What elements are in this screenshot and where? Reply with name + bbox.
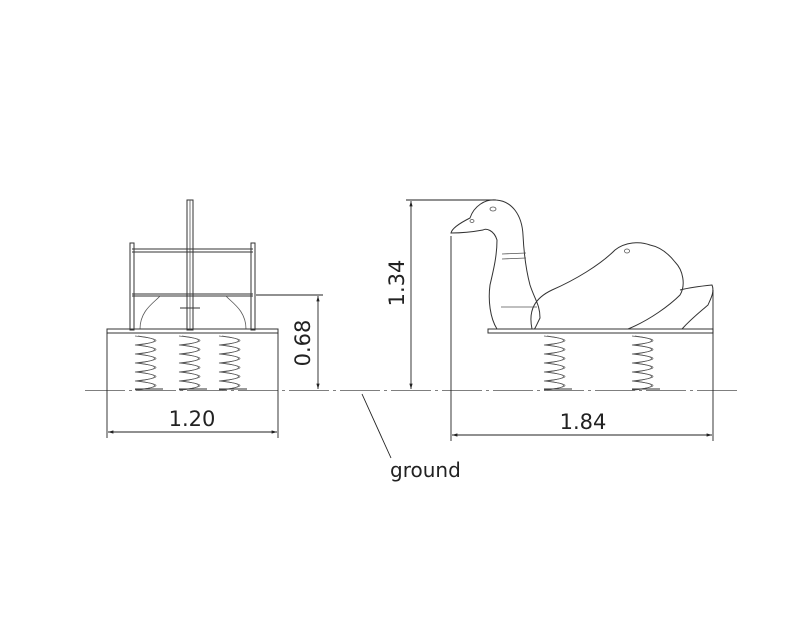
duck-eye — [489, 206, 497, 212]
spring-3 — [218, 335, 241, 391]
dimension-seat-height: 0.68 — [256, 294, 323, 389]
seat-height-label: 0.68 — [291, 320, 315, 367]
front-seat — [139, 295, 247, 330]
front-view — [106, 199, 279, 391]
dimension-width: 1.20 — [106, 333, 279, 438]
ground-label: ground — [390, 458, 461, 482]
front-platform — [106, 328, 279, 334]
duck-tail — [679, 284, 714, 330]
duck-head-neck — [450, 199, 541, 330]
spring-2 — [178, 335, 201, 391]
ground-callout: ground — [361, 393, 461, 482]
height-label: 1.34 — [385, 260, 409, 307]
dimension-length: 1.84 — [450, 236, 714, 441]
dimension-height: 1.34 — [385, 199, 496, 389]
side-view — [450, 199, 714, 391]
duck-body — [530, 242, 684, 330]
spring-rear — [631, 335, 654, 391]
spring-front — [543, 335, 566, 391]
width-label: 1.20 — [169, 407, 216, 431]
side-platform — [487, 328, 714, 334]
length-label: 1.84 — [560, 410, 607, 434]
front-frame-left — [129, 242, 135, 331]
spring-1 — [134, 335, 157, 391]
